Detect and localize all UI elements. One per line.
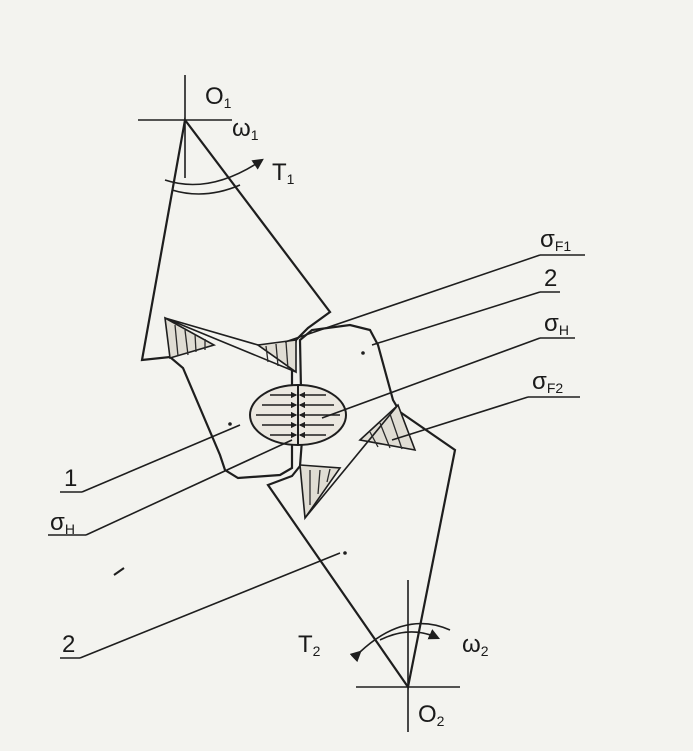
label-part-2-top: 2 [544, 265, 557, 292]
label-o1: O1 [205, 83, 232, 111]
upper-tooth-point-marker [361, 351, 365, 355]
leader-lines [48, 254, 585, 659]
label-sigma-f1: σF1 [540, 226, 571, 254]
label-omega2: ω2 [462, 631, 489, 659]
label-part-2-bottom: 2 [62, 631, 75, 658]
label-sigma-h-right: σH [544, 310, 569, 338]
label-part-1: 1 [64, 465, 77, 492]
omega2-rotation-arc [379, 629, 441, 641]
label-omega1: ω1 [232, 115, 259, 143]
label-t2: T2 [298, 631, 321, 659]
label-sigma-h-left: σH [50, 509, 75, 537]
label-sigma-f2: σF2 [532, 368, 563, 396]
t1-torque-arc [171, 184, 241, 195]
t2-torque-arc [349, 622, 451, 663]
lower-gear-point-marker [343, 551, 347, 555]
label-t1: T1 [272, 159, 295, 187]
sigma-f1-stress-diagram [164, 316, 297, 374]
stray-mark [113, 567, 125, 576]
label-o2: O2 [418, 701, 445, 729]
upper-gear-sector [140, 117, 332, 480]
contact-point-marker [228, 422, 232, 426]
upper-gear [138, 75, 332, 480]
omega1-rotation-arc [164, 158, 264, 186]
sigma-f2-stress-diagram [299, 403, 417, 521]
sigma-h-contact-stress [249, 384, 347, 446]
